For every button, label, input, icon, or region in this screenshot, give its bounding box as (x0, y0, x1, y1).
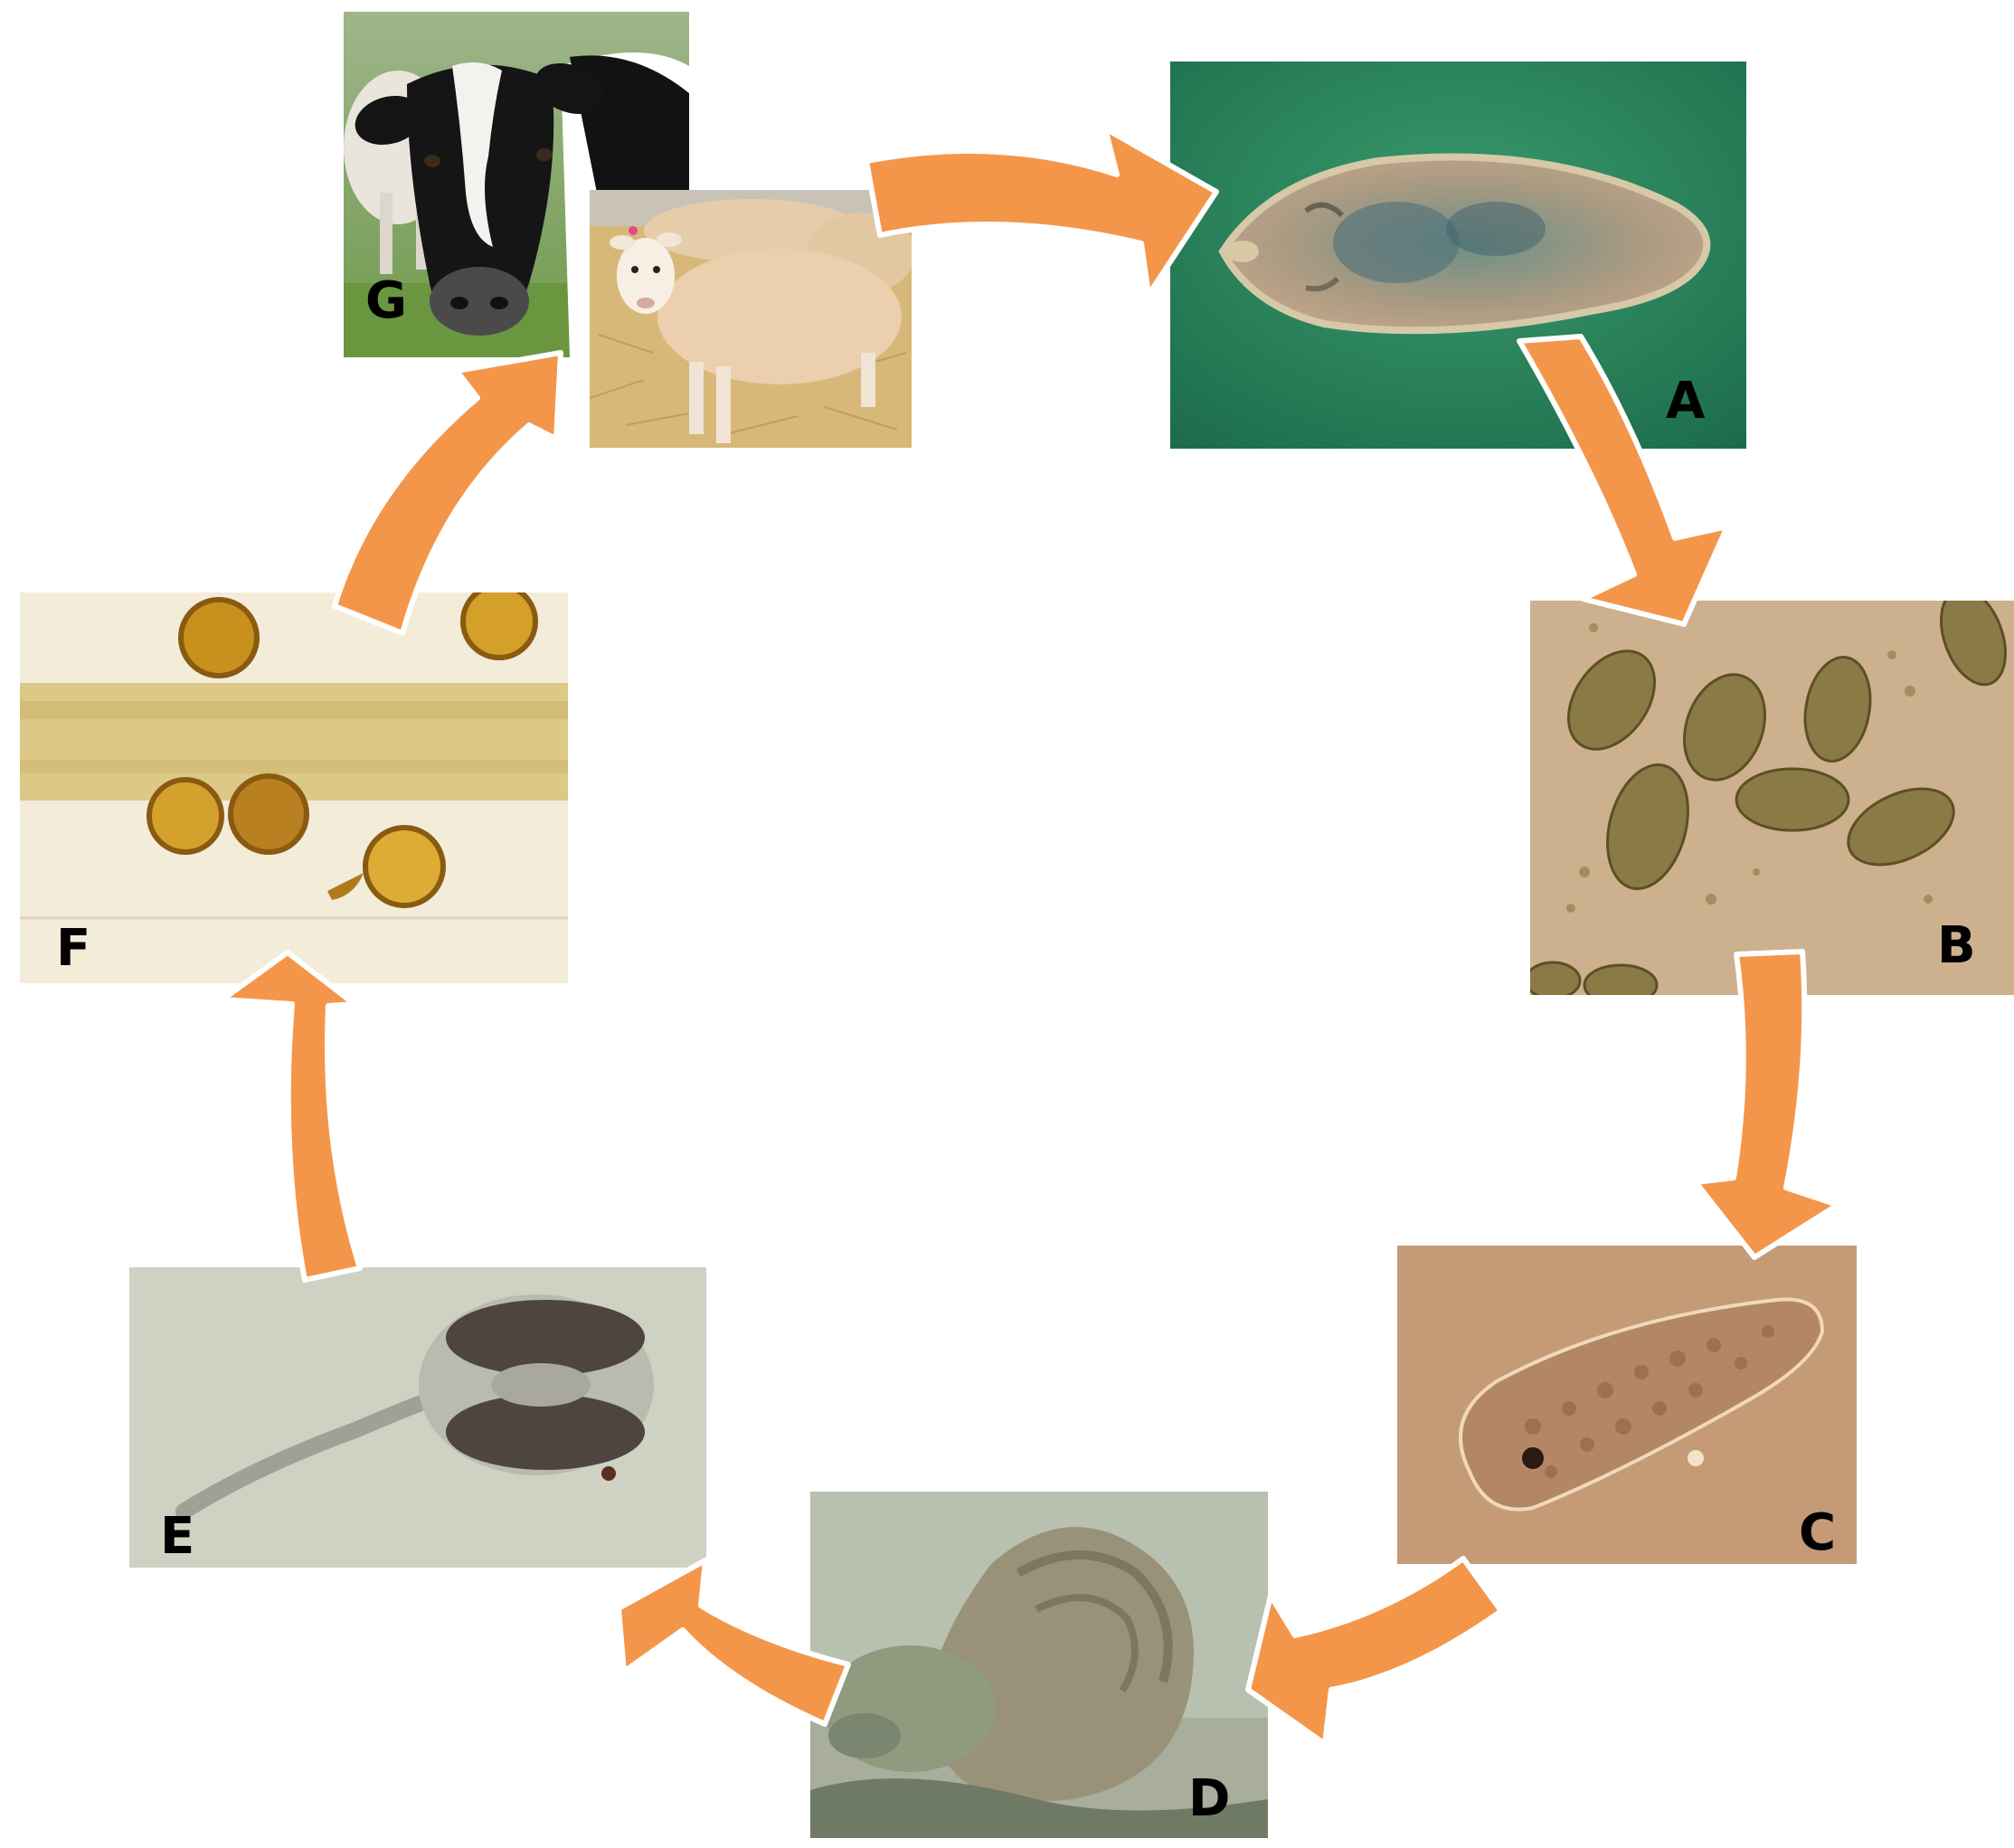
sheep-photo (590, 190, 912, 448)
cercaria-micrograph: E (129, 1267, 706, 1568)
stage-label-c: C (1799, 1508, 1836, 1559)
miracidium-micrograph: C (1397, 1246, 1857, 1564)
adult-fluke-photo: A (1170, 62, 1746, 449)
stage-label-b: B (1937, 921, 1976, 971)
stage-label-d: D (1188, 1774, 1230, 1824)
stage-label-g: G (365, 276, 407, 327)
eggs-micrograph: B (1530, 601, 2014, 995)
arrow-c-to-d (1248, 1559, 1501, 1744)
snail-photo: D (810, 1492, 1268, 1838)
arrow-g-to-a (866, 128, 1216, 295)
arrow-b-to-c (1696, 952, 1838, 1257)
arrow-f-to-g (335, 353, 561, 633)
stage-label-e: E (160, 1512, 194, 1562)
arrow-e-to-f (222, 952, 360, 1280)
metacercariae-micrograph: F (20, 592, 568, 983)
stage-label-a: A (1666, 376, 1705, 427)
stage-label-f: F (56, 924, 90, 974)
